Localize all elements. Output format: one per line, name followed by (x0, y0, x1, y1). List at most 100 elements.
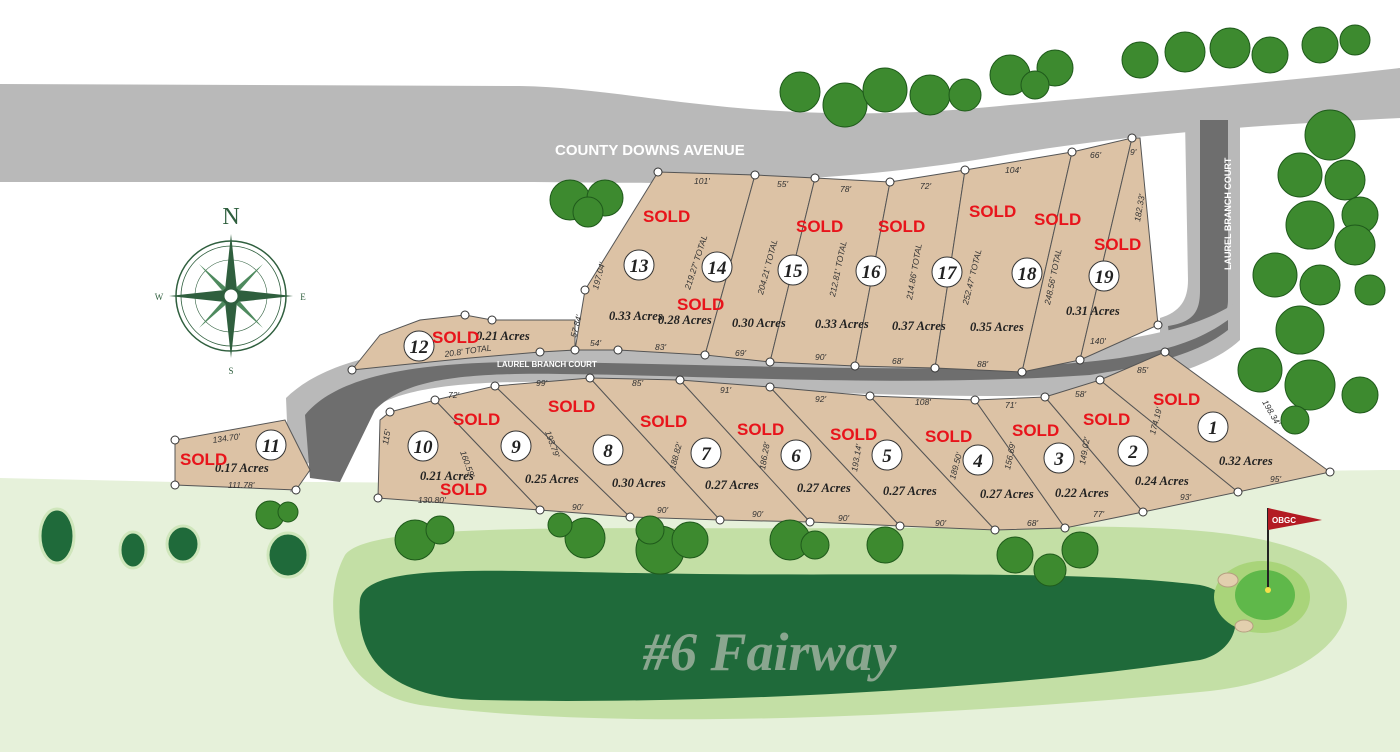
svg-text:58': 58' (1075, 389, 1086, 399)
lot-2-sold: SOLD (1083, 410, 1130, 429)
sand-trap (1234, 619, 1254, 633)
svg-text:88': 88' (977, 359, 988, 369)
lot-4-sold: SOLD (925, 427, 972, 446)
lot-4-acres: 0.27 Acres (980, 487, 1034, 501)
svg-text:83': 83' (655, 342, 666, 352)
svg-text:11: 11 (262, 436, 280, 457)
svg-text:69': 69' (735, 348, 746, 358)
lot-7-acres: 0.27 Acres (705, 478, 759, 492)
svg-text:85': 85' (1137, 365, 1148, 375)
compass-needle-icon (225, 234, 237, 296)
svg-text:101': 101' (694, 176, 710, 186)
lot-10-sold: SOLD (440, 480, 487, 499)
svg-text:55': 55' (777, 179, 788, 189)
lot-7-sold: SOLD (640, 412, 687, 431)
county-downs-avenue (0, 68, 1400, 183)
svg-text:72': 72' (448, 390, 459, 400)
lot-12-badge: 12 (403, 330, 435, 362)
lot-14-badge: 14 (701, 251, 733, 283)
lot-11-badge: 11 (255, 429, 287, 461)
lot-6-badge: 6 (780, 439, 812, 471)
svg-text:66': 66' (1090, 150, 1101, 160)
lot-17-acres: 0.37 Acres (892, 319, 946, 333)
lot-9-sold: SOLD (453, 410, 500, 429)
lot-8-acres: 0.30 Acres (612, 476, 666, 490)
lot-2-badge: 2 (1117, 435, 1149, 467)
svg-text:14: 14 (708, 258, 727, 279)
lot-6-acres: 0.27 Acres (797, 481, 851, 495)
svg-text:1: 1 (1208, 418, 1218, 439)
pin-flag-icon: OBGC (1265, 508, 1322, 593)
pond (266, 531, 310, 579)
lot-19-badge: 19 (1088, 260, 1120, 292)
svg-text:99': 99' (536, 378, 547, 388)
lot-9-badge: 9 (500, 430, 532, 462)
lot-7-badge: 7 (690, 437, 722, 469)
lot-3-badge: 3 (1043, 442, 1075, 474)
lot-13-badge: 13 (623, 249, 655, 281)
svg-text:5: 5 (882, 446, 892, 467)
svg-text:90': 90' (752, 509, 763, 519)
svg-text:6: 6 (791, 446, 801, 467)
lot-10-acres: 0.21 Acres (420, 469, 474, 483)
svg-text:90': 90' (657, 505, 668, 515)
trees (255, 24, 1386, 587)
lot-16-badge: 16 (855, 255, 887, 287)
svg-text:182.33': 182.33' (1132, 193, 1147, 222)
svg-text:19: 19 (1095, 267, 1115, 288)
svg-text:68': 68' (892, 356, 903, 366)
pond (118, 530, 148, 570)
svg-text:9': 9' (1130, 147, 1137, 157)
svg-text:16: 16 (862, 262, 882, 283)
svg-text:7: 7 (701, 444, 712, 465)
lots-north (350, 137, 1159, 373)
lot-4-badge: 4 (962, 444, 994, 476)
compass-rose: N S E W (155, 204, 307, 376)
lot-5-sold: SOLD (830, 425, 877, 444)
pond (38, 507, 76, 565)
acre-labels: 0.32 Acres 0.24 Acres 0.22 Acres 0.27 Ac… (215, 304, 1273, 501)
lot-14-acres: 0.28 Acres (658, 313, 712, 327)
compass-east: E (300, 292, 306, 302)
svg-text:91': 91' (720, 385, 731, 395)
svg-text:104': 104' (1005, 165, 1021, 175)
svg-text:85': 85' (632, 378, 643, 388)
svg-text:95': 95' (1270, 474, 1281, 484)
lot-9-acres: 0.25 Acres (525, 472, 579, 486)
compass-north: N (222, 204, 239, 230)
lot-labels: 1 2 3 4 5 6 7 8 9 10 11 12 13 14 15 16 1… (255, 249, 1229, 476)
svg-text:18: 18 (1018, 264, 1038, 285)
pond (165, 524, 201, 564)
lot-6-sold: SOLD (737, 420, 784, 439)
lot-8-badge: 8 (592, 434, 624, 466)
svg-text:9: 9 (511, 437, 521, 458)
lot-18-sold: SOLD (1034, 210, 1081, 229)
svg-text:54': 54' (590, 338, 601, 348)
lot-15-sold: SOLD (796, 217, 843, 236)
svg-text:68': 68' (1027, 518, 1038, 528)
lot-10-badge: 10 (407, 430, 439, 462)
svg-text:71': 71' (1005, 400, 1016, 410)
flag-label: OBGC (1272, 516, 1296, 525)
svg-text:3: 3 (1053, 449, 1064, 470)
svg-text:8: 8 (603, 441, 613, 462)
svg-text:10: 10 (414, 437, 434, 458)
lot-19-acres: 0.31 Acres (1066, 304, 1120, 318)
svg-text:90': 90' (935, 518, 946, 528)
compass-west: W (155, 292, 164, 302)
sand-trap (1217, 572, 1239, 588)
lot-18-acres: 0.35 Acres (970, 320, 1024, 334)
lot-3-acres: 0.22 Acres (1055, 486, 1109, 500)
county-downs-avenue-label: COUNTY DOWNS AVENUE (555, 142, 745, 159)
lot-1-sold: SOLD (1153, 390, 1200, 409)
lot-17-badge: 17 (931, 256, 963, 288)
svg-text:77': 77' (1093, 509, 1104, 519)
lot-12-sold: SOLD (432, 328, 479, 347)
svg-text:93': 93' (1180, 492, 1191, 502)
svg-text:140': 140' (1090, 336, 1106, 346)
svg-text:13: 13 (630, 256, 649, 277)
svg-text:130.80': 130.80' (418, 495, 446, 505)
lot-2-acres: 0.24 Acres (1135, 474, 1189, 488)
lot-15-badge: 15 (777, 254, 809, 286)
lot-3-sold: SOLD (1012, 421, 1059, 440)
